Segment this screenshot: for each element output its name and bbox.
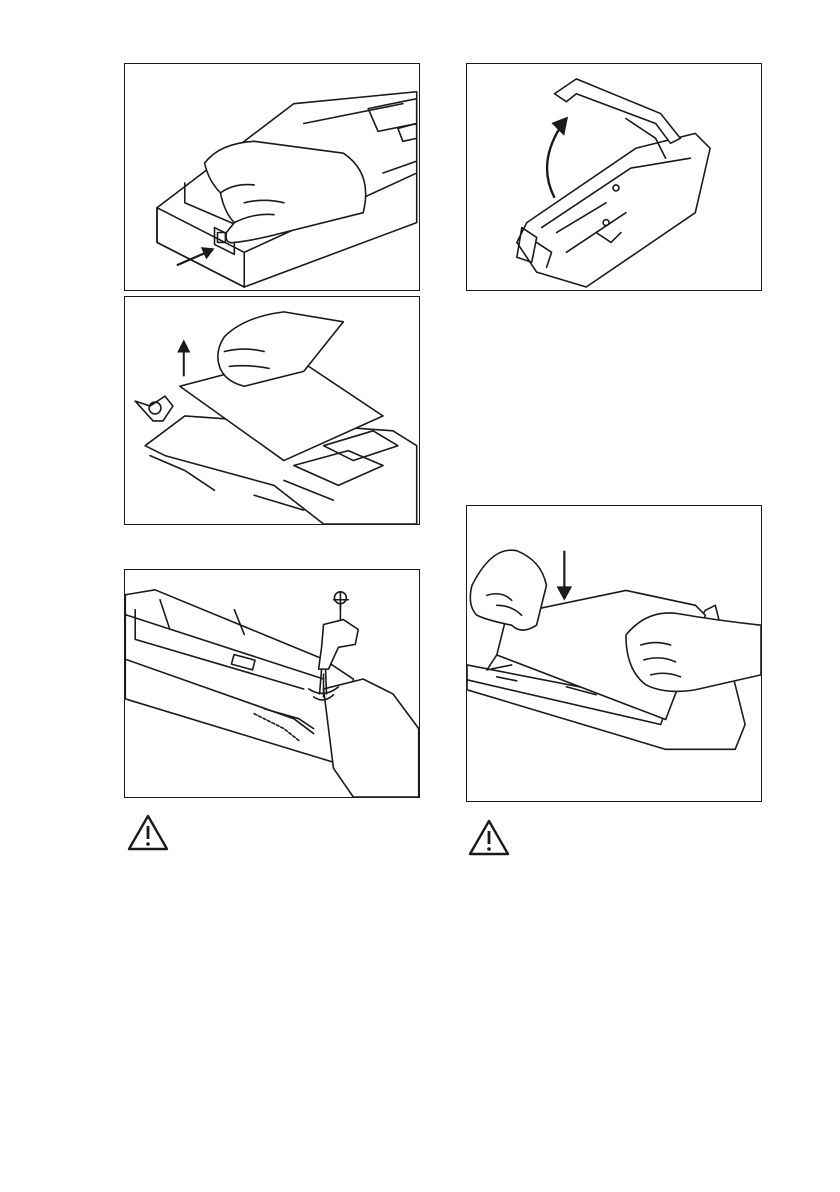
lift-cover-illustration [125,297,419,524]
reinsert-cover-illustration [467,506,761,801]
figure-rinse-under-tap [124,569,420,798]
figure-reinsert-cover [466,505,762,802]
warning-triangle-icon [467,818,511,858]
open-flap-illustration [467,64,761,290]
figure-open-flap [466,63,762,291]
push-release-button-illustration [125,64,419,290]
figure-push-release-lever [124,63,420,291]
rinse-under-tap-illustration [125,570,419,797]
warning-triangle-icon [126,813,170,853]
figure-lift-cover [124,296,420,525]
